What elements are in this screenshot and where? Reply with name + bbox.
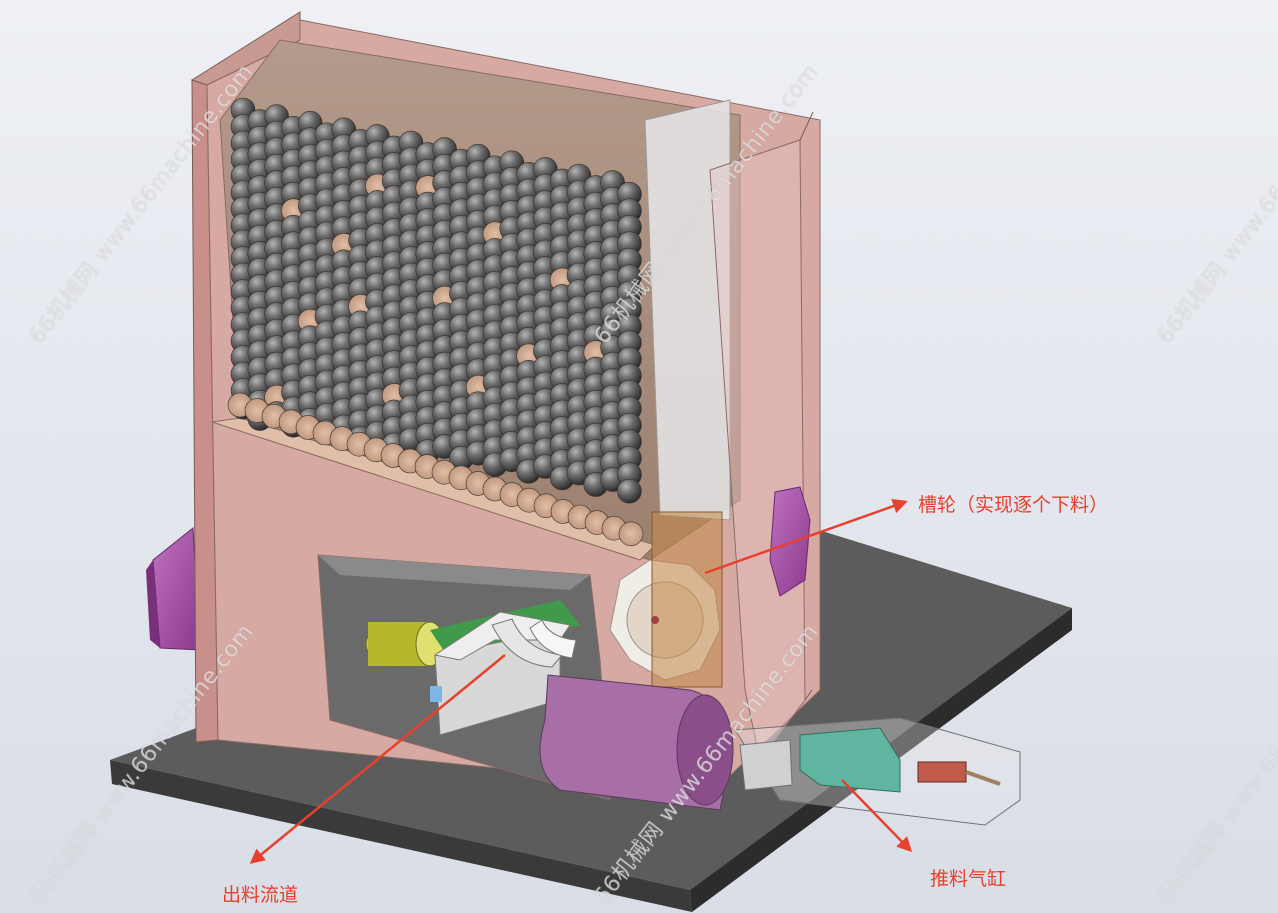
roller xyxy=(618,521,644,547)
outlet-label: 出料流道 xyxy=(222,884,299,906)
roller xyxy=(617,478,642,504)
roller-array xyxy=(227,97,644,547)
cylinder-label: 推料气缸 xyxy=(930,868,1007,890)
vertical-chute xyxy=(644,99,814,762)
left-motor xyxy=(146,527,201,651)
push-cylinder xyxy=(734,717,1021,826)
annotation-arrows xyxy=(249,498,913,864)
sheave-wheel xyxy=(609,511,723,688)
cylinder-arrow xyxy=(841,779,913,853)
outlet-arrow xyxy=(249,654,506,864)
sheave-arrow xyxy=(704,498,908,575)
lower-drive-motor xyxy=(539,674,734,811)
sheave-label: 槽轮（实现逐个下料） xyxy=(918,494,1109,516)
outlet-channel xyxy=(365,600,580,736)
